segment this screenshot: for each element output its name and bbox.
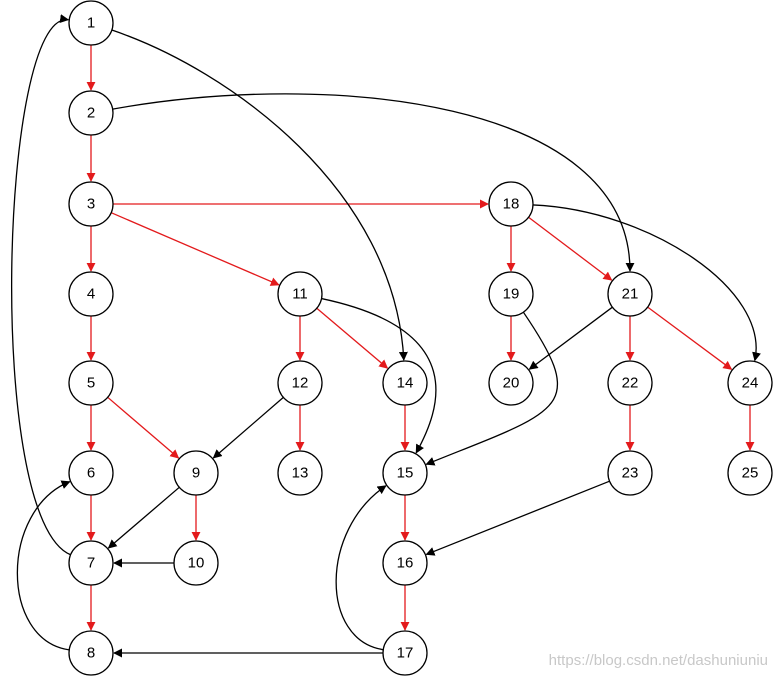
node-circle — [68, 450, 114, 496]
node-10: 10 — [173, 540, 219, 586]
node-label: 2 — [87, 105, 95, 122]
node-circle — [277, 360, 323, 406]
node-11: 11 — [277, 271, 323, 317]
node-circle — [68, 630, 114, 676]
node-13: 13 — [277, 450, 323, 496]
node-label: 4 — [87, 286, 95, 303]
node-label: 14 — [397, 375, 414, 392]
node-7: 7 — [68, 540, 114, 586]
node-label: 20 — [503, 375, 520, 392]
node-3: 3 — [68, 181, 114, 227]
edge-18-to-21 — [528, 216, 613, 281]
node-20: 20 — [488, 360, 534, 406]
edge-12-to-9 — [212, 396, 284, 459]
node-label: 22 — [622, 375, 639, 392]
node-circle — [277, 450, 323, 496]
node-9: 9 — [173, 450, 219, 496]
node-label: 18 — [503, 196, 520, 213]
node-circle — [382, 450, 428, 496]
node-label: 23 — [622, 465, 639, 482]
node-circle — [68, 540, 114, 586]
node-22: 22 — [607, 360, 653, 406]
node-19: 19 — [488, 271, 534, 317]
node-label: 24 — [742, 375, 759, 392]
node-label: 12 — [292, 375, 309, 392]
node-label: 7 — [87, 555, 95, 572]
node-21: 21 — [607, 271, 653, 317]
node-label: 1 — [87, 15, 95, 32]
node-17: 17 — [382, 630, 428, 676]
node-label: 5 — [87, 375, 95, 392]
node-circle — [488, 360, 534, 406]
node-label: 13 — [292, 465, 309, 482]
node-circle — [68, 181, 114, 227]
node-circle — [607, 271, 653, 317]
node-label: 21 — [622, 286, 639, 303]
node-circle — [607, 360, 653, 406]
node-circle — [382, 540, 428, 586]
edge-1-to-14 — [111, 29, 408, 361]
node-5: 5 — [68, 360, 114, 406]
edges-layer — [11, 14, 761, 658]
node-8: 8 — [68, 630, 114, 676]
edge-11-to-15 — [321, 297, 437, 454]
node-label: 15 — [397, 465, 414, 482]
edge-18-to-24 — [532, 204, 761, 362]
node-label: 11 — [292, 286, 308, 303]
edge-11-to-14 — [316, 307, 389, 369]
node-circle — [727, 360, 773, 406]
node-circle — [68, 271, 114, 317]
node-circle — [607, 450, 653, 496]
node-label: 16 — [397, 555, 414, 572]
edge-9-to-7 — [107, 486, 180, 549]
node-label: 9 — [192, 465, 200, 482]
edge-8-to-6 — [16, 480, 71, 651]
node-circle — [488, 271, 534, 317]
node-circle — [68, 360, 114, 406]
node-circle — [488, 181, 534, 227]
nodes-layer: 1234567891011121314151617181920212223242… — [68, 0, 773, 676]
node-circle — [68, 90, 114, 136]
node-label: 10 — [188, 555, 205, 572]
edge-21-to-20 — [528, 306, 613, 370]
node-1: 1 — [68, 0, 114, 46]
edge-17-to-15 — [335, 485, 387, 651]
node-14: 14 — [382, 360, 428, 406]
edge-19-to-15 — [425, 311, 559, 466]
node-circle — [382, 630, 428, 676]
node-23: 23 — [607, 450, 653, 496]
node-label: 6 — [87, 465, 95, 482]
edge-2-to-21 — [112, 93, 635, 272]
node-label: 17 — [397, 645, 414, 662]
node-label: 3 — [87, 196, 95, 213]
node-2: 2 — [68, 90, 114, 136]
edge-21-to-24 — [647, 306, 733, 370]
node-label: 25 — [742, 465, 759, 482]
edge-3-to-11 — [110, 212, 280, 286]
node-4: 4 — [68, 271, 114, 317]
node-6: 6 — [68, 450, 114, 496]
node-circle — [382, 360, 428, 406]
watermark-text: https://blog.csdn.net/dashuniuniu — [548, 652, 768, 669]
edge-7-to-1 — [11, 14, 71, 556]
node-circle — [727, 450, 773, 496]
node-label: 8 — [87, 645, 95, 662]
node-12: 12 — [277, 360, 323, 406]
node-16: 16 — [382, 540, 428, 586]
node-circle — [68, 0, 114, 46]
node-25: 25 — [727, 450, 773, 496]
node-label: 19 — [503, 286, 520, 303]
node-circle — [277, 271, 323, 317]
node-circle — [173, 450, 219, 496]
node-circle — [173, 540, 219, 586]
node-18: 18 — [488, 181, 534, 227]
node-15: 15 — [382, 450, 428, 496]
node-24: 24 — [727, 360, 773, 406]
edge-23-to-16 — [425, 480, 610, 556]
edge-5-to-9 — [107, 396, 180, 459]
